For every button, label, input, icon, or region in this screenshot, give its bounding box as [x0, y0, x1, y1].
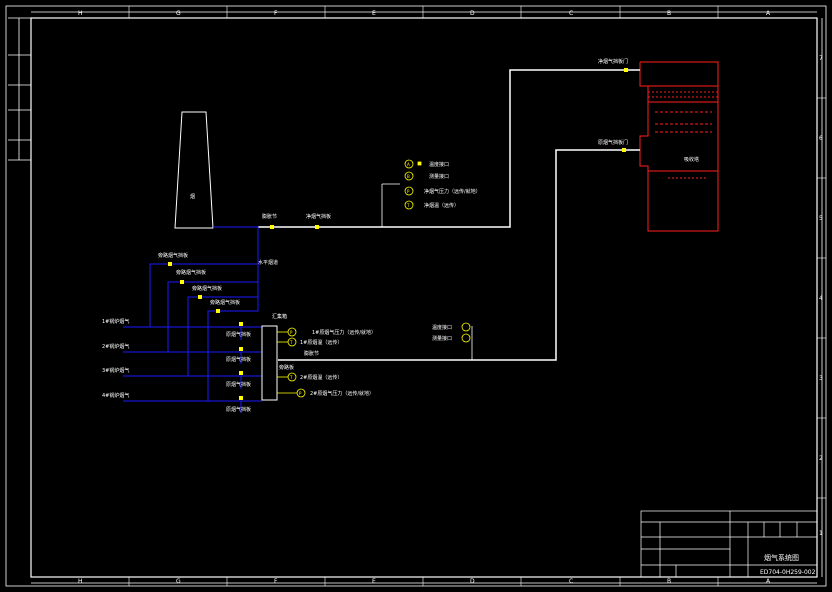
- border-number: 6: [819, 135, 823, 142]
- mid-instruments: [277, 327, 306, 398]
- border-letter: H: [78, 10, 83, 17]
- instrument-tag: P: [299, 391, 302, 396]
- instrument-tag: T: [289, 375, 293, 380]
- raw-valve: [239, 396, 243, 400]
- boiler-label: 3#锅炉烟气: [102, 367, 129, 374]
- instrument-label: 温度接口: [432, 324, 452, 331]
- border-letter: C: [569, 578, 573, 585]
- bypass-valve: [180, 280, 184, 284]
- bypass-valve: [198, 295, 202, 299]
- tower-name: 吸收塔: [684, 156, 699, 163]
- bypass-damper-label: 旁路烟气挡板: [210, 299, 240, 306]
- bypass-valves: [168, 262, 220, 313]
- border-letter: D: [470, 10, 475, 17]
- border-letter: F: [274, 578, 278, 585]
- raw-damper-label: 原烟气挡板: [226, 381, 251, 388]
- border-letter: A: [766, 578, 771, 585]
- instrument-label: 净烟气压力（远传/就地）: [424, 188, 481, 195]
- bypass-damper-label: 旁路烟气挡板: [192, 285, 222, 292]
- boiler-label: 4#锅炉烟气: [102, 392, 129, 399]
- border-letter: B: [667, 578, 671, 585]
- chimney-label: 烟: [190, 193, 195, 200]
- bypass-valve: [216, 309, 220, 313]
- instrument-tag: P: [407, 189, 410, 194]
- instrument-label: 2#原烟气压力（远传/就地）: [310, 390, 374, 397]
- raw-damper-label: 原烟气挡板: [226, 356, 251, 363]
- inlet-valve-label: 原烟气挡板门: [598, 139, 628, 146]
- border-letter: B: [667, 10, 671, 17]
- border-number: 7: [819, 55, 823, 62]
- instrument-label: 2#原烟温（远传）: [300, 374, 342, 381]
- header-box: [261, 325, 278, 401]
- border-letter: G: [176, 10, 181, 17]
- border-letter: E: [372, 578, 376, 585]
- drawing-title: 烟气系统图: [764, 553, 799, 562]
- right-instruments: [461, 322, 471, 343]
- drawing-number: ED704-0H259-002: [760, 569, 816, 576]
- instrument-tag: T: [289, 340, 293, 345]
- border-number: 3: [819, 375, 823, 382]
- bypass-valve: [168, 262, 172, 266]
- bypass-label: 旁路板: [279, 364, 294, 371]
- damper-label: 膨胀节: [262, 213, 277, 220]
- main-duct: [258, 69, 640, 361]
- top-instruments: [404, 159, 422, 210]
- border-number: 1: [819, 530, 823, 537]
- instrument-label: 1#原烟气压力（远传/就地）: [312, 329, 376, 336]
- raw-damper-label: 原烟气挡板: [226, 331, 251, 338]
- border-letter: F: [274, 10, 278, 17]
- border-letter: D: [470, 578, 475, 585]
- drawing-frame: [5, 5, 827, 587]
- instrument-label: 1#原烟温（远传）: [300, 339, 342, 346]
- boiler-label: 1#锅炉烟气: [102, 318, 129, 325]
- clean-gas-damper-valve: [315, 225, 319, 229]
- instrument-tag: P: [290, 330, 293, 335]
- boiler-label: 2#锅炉烟气: [102, 343, 129, 350]
- raw-damper-label: 原烟气挡板: [226, 406, 251, 413]
- branch-ducts: [123, 226, 262, 413]
- raw-valve: [239, 371, 243, 375]
- raw-valve: [239, 322, 243, 326]
- instrument-label: 温度接口: [429, 161, 449, 168]
- bypass-damper-label: 旁路烟气挡板: [158, 252, 188, 259]
- header-label: 汇集箱: [272, 313, 287, 320]
- clean-gas-damper-label: 净烟气挡板: [306, 213, 331, 220]
- instrument-label: 测量接口: [429, 173, 449, 180]
- horizontal-flue-label: 水平烟道: [258, 259, 278, 266]
- outlet-valve-label: 净烟气挡板门: [598, 58, 628, 65]
- raw-valves: [239, 322, 243, 400]
- absorber-tower: [639, 61, 719, 232]
- damper-valve: [270, 225, 274, 229]
- instrument-tag: B: [407, 174, 410, 179]
- border-ticks: [128, 6, 826, 586]
- border-letter: G: [176, 578, 181, 585]
- border-letter: E: [372, 10, 376, 17]
- raw-valve: [239, 347, 243, 351]
- border-letter: C: [569, 10, 573, 17]
- title-block: [640, 510, 818, 578]
- border-number: 5: [819, 215, 823, 222]
- chimney-stack: [174, 111, 214, 229]
- border-letter: H: [78, 578, 83, 585]
- raw-gas-damper-label: 膨胀节: [304, 350, 319, 357]
- instrument-tag: T: [406, 203, 410, 208]
- bypass-damper-label: 旁路烟气挡板: [176, 269, 206, 276]
- instrument-label: 测量接口: [432, 335, 452, 342]
- main-valves: [270, 68, 628, 229]
- border-number: 4: [819, 295, 823, 302]
- inlet-valve: [622, 148, 626, 152]
- outlet-valve: [624, 68, 628, 72]
- border-number: 2: [819, 455, 823, 462]
- instrument-label: 净烟温（远传）: [424, 202, 459, 209]
- border-letter: A: [766, 10, 771, 17]
- instrument-tag: A: [407, 162, 410, 167]
- border-letters: H G F E D C B A H G F E D C B A 7 6 5 4 …: [78, 10, 823, 585]
